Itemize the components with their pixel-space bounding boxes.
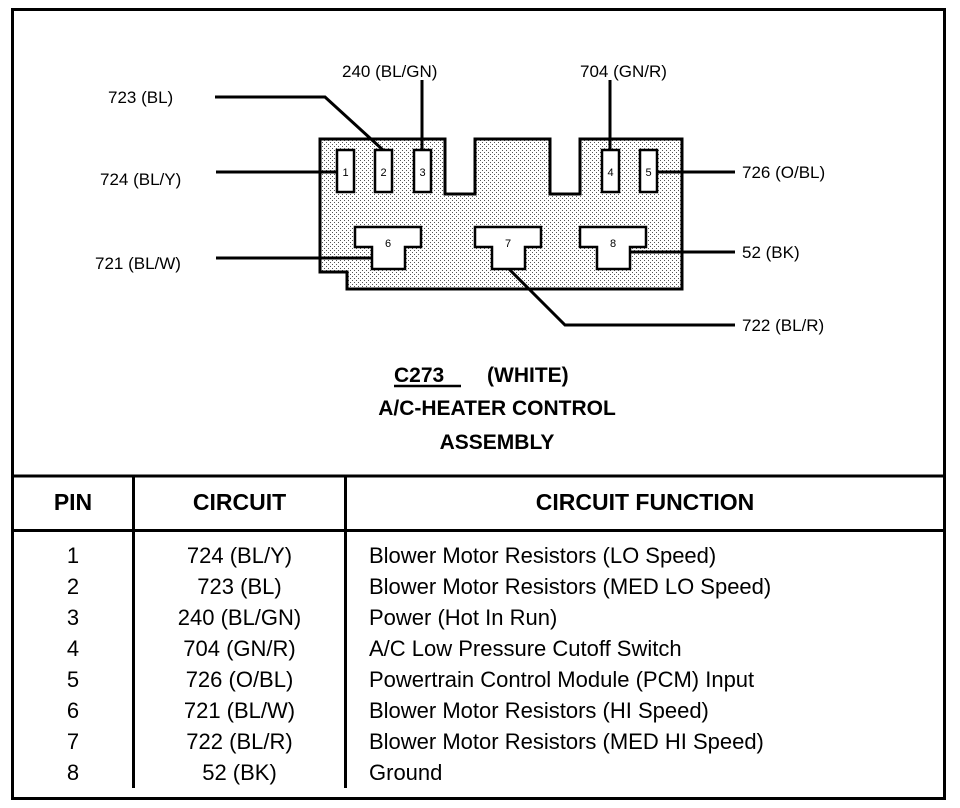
pin-2-label: 2 bbox=[380, 167, 386, 179]
pin-4: 4 bbox=[600, 148, 621, 194]
pin-1-label: 1 bbox=[342, 167, 348, 179]
pin-8: 8 bbox=[578, 225, 648, 271]
circuit-cell: 723 (BL) bbox=[133, 571, 347, 602]
circuit-cell: 240 (BL/GN) bbox=[133, 602, 347, 633]
pin-5-label: 5 bbox=[645, 167, 651, 179]
callout-724: 724 (BL/Y) bbox=[100, 170, 181, 189]
circuit-cell: 52 (BK) bbox=[133, 757, 347, 788]
connector-color: (WHITE) bbox=[487, 364, 569, 387]
pin-3: 3 bbox=[412, 148, 433, 194]
pin-cell: 8 bbox=[14, 757, 135, 788]
callout-722: 722 (BL/R) bbox=[742, 316, 824, 335]
pin-3-label: 3 bbox=[419, 167, 425, 179]
leader-723 bbox=[215, 95, 385, 152]
table-header-row: PIN CIRCUIT CIRCUIT FUNCTION bbox=[14, 475, 943, 532]
function-cell: Blower Motor Resistors (MED LO Speed) bbox=[369, 574, 772, 599]
pin-cell: 2 bbox=[14, 571, 135, 602]
function-cell: Blower Motor Resistors (HI Speed) bbox=[369, 698, 709, 723]
circuit-cell: 721 (BL/W) bbox=[133, 695, 347, 726]
pin-cell: 4 bbox=[14, 633, 135, 664]
pin-2: 2 bbox=[373, 148, 394, 194]
leader-722 bbox=[507, 267, 735, 327]
callout-723: 723 (BL) bbox=[108, 88, 173, 107]
pin-7-label: 7 bbox=[505, 238, 511, 250]
callout-240: 240 (BL/GN) bbox=[342, 62, 437, 81]
pin-6: 6 bbox=[353, 225, 423, 271]
pin-cell: 1 bbox=[14, 530, 135, 571]
diagram-frame bbox=[11, 8, 946, 800]
header-circuit-function: CIRCUIT FUNCTION bbox=[345, 475, 943, 532]
function-cell: A/C Low Pressure Cutoff Switch bbox=[369, 636, 682, 661]
header-pin: PIN bbox=[14, 475, 135, 532]
function-cell: Power (Hot In Run) bbox=[369, 605, 558, 630]
function-cell: Ground bbox=[369, 760, 443, 785]
pin-1: 1 bbox=[335, 148, 356, 194]
pin-cell: 7 bbox=[14, 726, 135, 757]
callout-721: 721 (BL/W) bbox=[95, 254, 181, 273]
connector-body bbox=[318, 137, 684, 291]
caption-line-2: ASSEMBLY bbox=[440, 431, 555, 454]
callout-704: 704 (GN/R) bbox=[580, 62, 667, 81]
function-cell: Powertrain Control Module (PCM) Input bbox=[369, 667, 755, 692]
connector-id: C273 bbox=[394, 364, 444, 387]
function-cell: Blower Motor Resistors (LO Speed) bbox=[369, 543, 717, 568]
circuit-cell: 704 (GN/R) bbox=[133, 633, 347, 664]
pin-cell: 5 bbox=[14, 664, 135, 695]
pin-8-label: 8 bbox=[610, 238, 616, 250]
pin-4-label: 4 bbox=[607, 167, 613, 179]
caption-line-1: A/C-HEATER CONTROL bbox=[378, 397, 616, 420]
function-cell: Blower Motor Resistors (MED HI Speed) bbox=[369, 729, 764, 754]
circuit-cell: 722 (BL/R) bbox=[133, 726, 347, 757]
callout-726: 726 (O/BL) bbox=[742, 163, 825, 182]
connector-diagram: 1 2 3 4 5 6 7 8 723 (BL) 240 ( bbox=[12, 62, 945, 478]
pin-6-label: 6 bbox=[385, 238, 391, 250]
pin-cell: 6 bbox=[14, 695, 135, 726]
pin-7: 7 bbox=[473, 225, 543, 271]
pin-cell: 3 bbox=[14, 602, 135, 633]
header-circuit: CIRCUIT bbox=[133, 475, 347, 532]
pin-5: 5 bbox=[638, 148, 659, 194]
callout-52: 52 (BK) bbox=[742, 243, 800, 262]
circuit-cell: 724 (BL/Y) bbox=[133, 530, 347, 571]
circuit-cell: 726 (O/BL) bbox=[133, 664, 347, 695]
